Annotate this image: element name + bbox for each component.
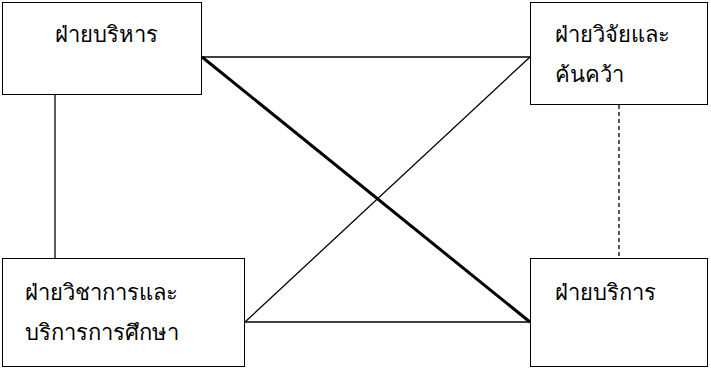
- relation-line: [54, 95, 55, 258]
- relation-line: [202, 56, 530, 57]
- department-name: ฝ่ายบริการ: [555, 273, 656, 313]
- department-name: ฝ่ายวิชาการและ บริการการศึกษา: [25, 273, 183, 353]
- relation-line: [245, 57, 530, 322]
- relation-line: [245, 321, 530, 322]
- department-box: ฝ่ายวิชาการและ บริการการศึกษา: [2, 258, 245, 367]
- department-name: ฝ่ายบริหาร: [55, 15, 158, 55]
- department-name: ฝ่ายวิจัยและ ค้นคว้า: [555, 15, 674, 95]
- department-box: ฝ่ายวิจัยและ ค้นคว้า: [530, 2, 708, 105]
- relation-line: [202, 57, 530, 322]
- department-box: ฝ่ายบริหาร: [2, 2, 202, 95]
- relation-line: [618, 105, 619, 258]
- department-box: ฝ่ายบริการ: [530, 258, 708, 367]
